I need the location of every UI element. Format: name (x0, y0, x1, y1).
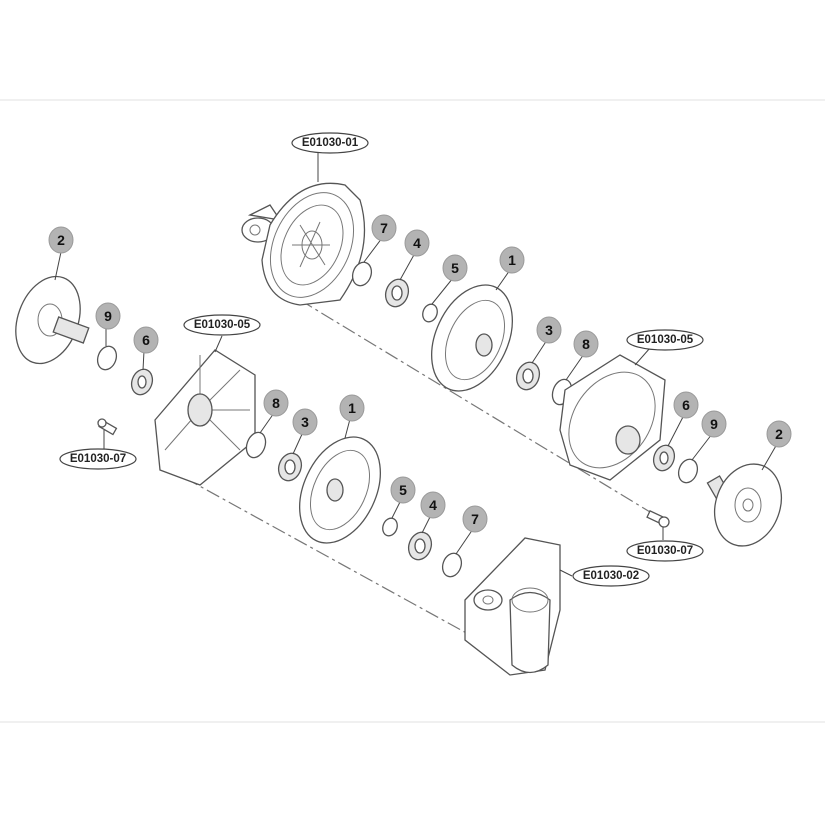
ref-label-upper-housing: E01030-01 (291, 132, 369, 154)
svg-text:1: 1 (508, 252, 516, 268)
ref-label-lower-plate: E01030-05 (183, 314, 261, 336)
svg-text:5: 5 (451, 260, 459, 276)
svg-text:E01030-07: E01030-07 (637, 545, 693, 557)
callout-lower-6: 6 (133, 326, 159, 354)
lower-housing (464, 537, 561, 676)
svg-text:E01030-01: E01030-01 (302, 137, 359, 149)
svg-text:E01030-05: E01030-05 (637, 334, 694, 346)
callout-upper-4: 4 (404, 229, 430, 257)
callout-upper-7: 7 (371, 214, 397, 242)
svg-text:3: 3 (545, 322, 553, 338)
lower-ring-5 (382, 517, 398, 537)
upper-bolt (646, 510, 670, 528)
svg-text:7: 7 (471, 511, 479, 527)
svg-text:8: 8 (582, 336, 590, 352)
callout-upper-8: 8 (573, 330, 599, 358)
lower-flange-2 (15, 275, 90, 365)
leader-lines (54, 152, 778, 577)
upper-bearing-4 (384, 278, 410, 308)
upper-plate (559, 354, 666, 481)
callout-lower-3: 3 (292, 408, 318, 436)
upper-ring-9 (677, 458, 699, 484)
svg-text:9: 9 (710, 416, 718, 432)
upper-seal-6 (652, 444, 676, 472)
callout-upper-9: 9 (701, 410, 727, 438)
upper-bearing-3 (515, 361, 541, 391)
svg-text:E01030-07: E01030-07 (70, 453, 126, 465)
callout-lower-1: 1 (339, 394, 365, 422)
upper-oring-7 (351, 261, 373, 287)
upper-ring-5 (422, 303, 438, 323)
svg-text:6: 6 (682, 397, 690, 413)
svg-text:4: 4 (413, 235, 421, 251)
svg-text:3: 3 (301, 414, 309, 430)
axis-line-lower (184, 477, 471, 636)
callout-lower-7: 7 (462, 505, 488, 533)
svg-text:4: 4 (429, 497, 437, 513)
upper-impeller-1 (431, 284, 513, 392)
svg-text:E01030-05: E01030-05 (194, 319, 251, 331)
callout-lower-4: 4 (420, 491, 446, 519)
upper-housing (241, 182, 366, 306)
lower-bearing-4 (407, 531, 433, 561)
callout-upper-3: 3 (536, 316, 562, 344)
lower-bolt (97, 418, 118, 436)
callout-upper-5: 5 (442, 254, 468, 282)
lower-oring-7 (441, 552, 463, 578)
ref-label-upper-bolt: E01030-07 (626, 540, 704, 562)
ref-label-lower-bolt: E01030-07 (59, 448, 137, 470)
callout-upper-6: 6 (673, 391, 699, 419)
callout-upper-2: 2 (766, 420, 792, 448)
svg-text:5: 5 (399, 482, 407, 498)
callout-lower-2: 2 (48, 226, 74, 254)
callout-upper-1: 1 (499, 246, 525, 274)
svg-text:2: 2 (775, 426, 783, 442)
svg-text:7: 7 (380, 220, 388, 236)
lower-ring-9 (96, 345, 118, 371)
svg-text:E01030-02: E01030-02 (583, 570, 639, 582)
svg-text:1: 1 (348, 400, 356, 416)
ref-label-upper-plate: E01030-05 (626, 329, 704, 351)
upper-flange-2 (706, 463, 782, 547)
svg-text:6: 6 (142, 332, 150, 348)
svg-text:9: 9 (104, 308, 112, 324)
svg-text:2: 2 (57, 232, 65, 248)
callout-lower-9: 9 (95, 302, 121, 330)
lower-impeller-1 (299, 436, 381, 544)
axis-line-upper (299, 299, 656, 516)
lower-plate (154, 349, 256, 486)
lower-seal-6 (130, 368, 154, 396)
svg-text:8: 8 (272, 395, 280, 411)
ref-label-lower-housing: E01030-02 (572, 565, 650, 587)
callout-lower-5: 5 (390, 476, 416, 504)
lower-bearing-3 (277, 452, 303, 482)
callout-lower-8: 8 (263, 389, 289, 417)
